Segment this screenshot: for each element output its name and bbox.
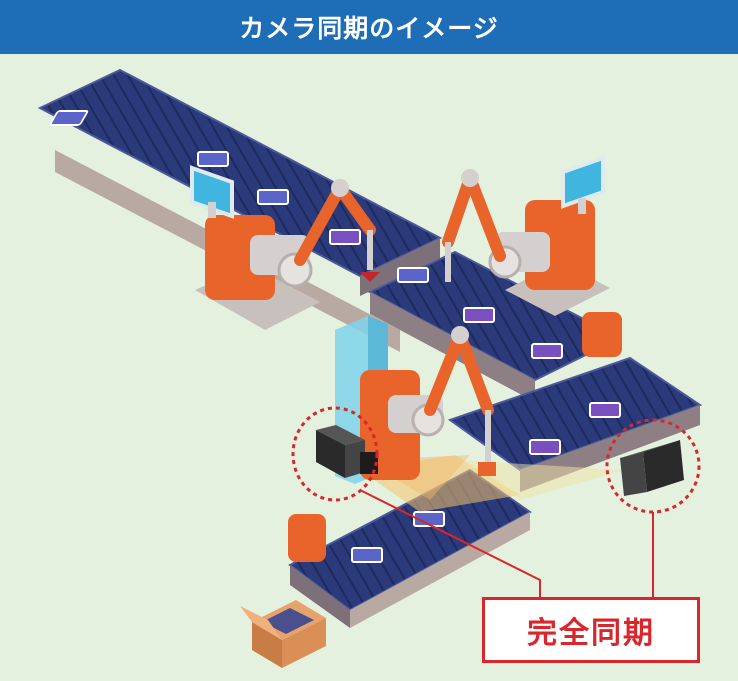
page-title: カメラ同期のイメージ — [239, 14, 499, 43]
product-tray — [329, 229, 361, 245]
lower-conveyor — [288, 468, 532, 628]
product-tray — [413, 511, 445, 527]
lower-conveyor-end — [290, 565, 350, 628]
monitor-icon — [561, 155, 605, 214]
product-tray — [351, 547, 383, 563]
sync-marker-left — [291, 406, 379, 502]
connector-line-left — [359, 489, 541, 597]
robot-station-right — [442, 155, 610, 316]
product-tray — [589, 402, 621, 418]
robot-station-left — [190, 165, 380, 330]
camera-fov-right — [455, 460, 625, 500]
cardboard-box-icon — [240, 600, 326, 668]
product-tray — [257, 189, 289, 205]
monitor-icon — [190, 165, 234, 219]
robot-arm-icon — [294, 179, 380, 282]
sync-label: 完全同期 — [527, 616, 655, 651]
lower-conveyor-side — [350, 512, 530, 628]
product-tray — [49, 110, 89, 126]
product-tray — [529, 439, 561, 455]
conveyor-motor — [288, 514, 326, 562]
product-tray — [197, 151, 229, 167]
camera-icon-right — [620, 440, 684, 496]
product-tray — [463, 307, 495, 323]
robot-arm-icon — [442, 169, 506, 282]
sync-label-box: 完全同期 — [482, 597, 700, 663]
camera-icon-left — [316, 425, 378, 478]
conveyor-motor — [582, 312, 622, 357]
robot-arm-icon — [424, 326, 496, 476]
title-bar: カメラ同期のイメージ — [0, 0, 738, 54]
product-tray — [397, 267, 429, 283]
product-tray — [531, 343, 563, 359]
